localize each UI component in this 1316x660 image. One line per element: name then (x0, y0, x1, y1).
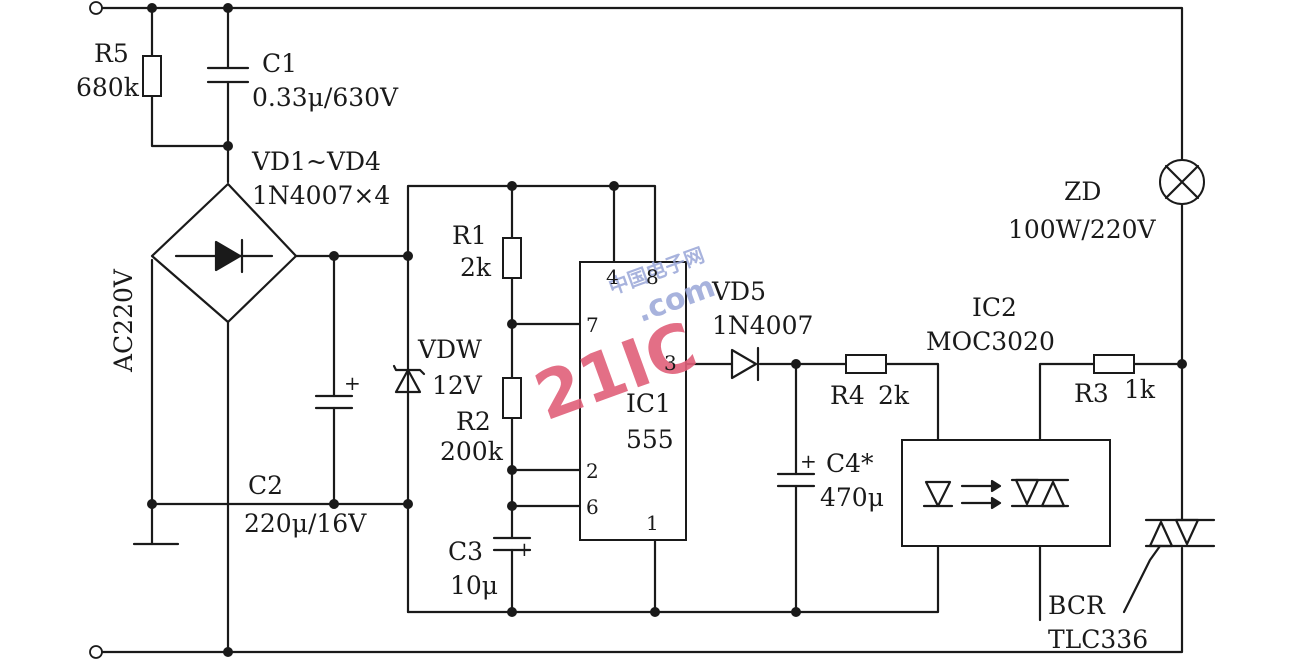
r1-value: 2k (460, 253, 492, 282)
capacitor-c1 (206, 66, 250, 84)
capacitor-c4: + (776, 449, 817, 488)
lamp-value: 100W/220V (1008, 215, 1157, 244)
ic2-value: MOC3020 (926, 327, 1055, 356)
terminals (89, 1, 103, 659)
vd5-ref: VD5 (711, 277, 766, 306)
ic1-pin-3: 3 (664, 351, 677, 375)
ic1-value: 555 (626, 425, 674, 454)
r3-value: 1k (1124, 375, 1156, 404)
vd5-value: 1N4007 (712, 311, 813, 340)
bottom-terminal (89, 645, 103, 659)
r1-ref: R1 (452, 221, 487, 250)
led-icon (924, 480, 952, 508)
r4-value: 2k (878, 381, 910, 410)
lamp-ref: ZD (1064, 177, 1101, 206)
resistor-r5 (142, 55, 162, 97)
ic2-ref: IC2 (972, 293, 1017, 322)
ic1-pin-6: 6 (586, 495, 599, 519)
c1-ref: C1 (262, 49, 297, 78)
ic1-pin-7: 7 (586, 313, 599, 337)
resistor-r4 (845, 354, 887, 374)
ac-label: AC220V (109, 268, 138, 373)
capacitor-c3: + (492, 536, 533, 561)
resistor-r1 (502, 237, 522, 279)
r3-ref: R3 (1074, 379, 1109, 408)
vdw-value: 12V (432, 371, 483, 400)
resistor-r3 (1093, 354, 1135, 374)
diode-vd5 (730, 346, 760, 382)
c2-value: 220μ/16V (244, 509, 367, 538)
lamp-zd (1159, 159, 1205, 205)
c2-polarity: + (344, 371, 361, 395)
r4-ref: R4 (830, 381, 865, 410)
ic1-ref: IC1 (626, 389, 671, 418)
triac-output-icon (1014, 478, 1040, 506)
r5-value: 680k (76, 73, 140, 102)
triac-value: TLC336 (1048, 625, 1148, 654)
bridge-value: 1N4007×4 (252, 181, 390, 210)
c3-value: 10μ (450, 571, 498, 600)
c4-value: 470μ (820, 483, 884, 512)
triac-ref: BCR (1048, 591, 1106, 620)
top-terminal (89, 1, 103, 15)
resistor-r2 (502, 377, 522, 419)
vdw-ref: VDW (417, 335, 482, 364)
ic1-pin-8: 8 (646, 265, 659, 289)
capacitor-c2: + (314, 371, 361, 410)
c2-ref: C2 (248, 471, 283, 500)
c1-value: 0.33μ/630V (252, 83, 399, 112)
ic2-optocoupler (901, 439, 1111, 547)
r2-ref: R2 (456, 407, 491, 436)
r5-ref: R5 (94, 39, 129, 68)
ic1-pin-1: 1 (646, 511, 659, 535)
c4-ref: C4* (826, 449, 874, 478)
ic1-555-body (579, 261, 687, 541)
ic1-pin-4: 4 (606, 265, 619, 289)
junction-dots (147, 3, 1187, 657)
bridge-ref: VD1~VD4 (251, 147, 381, 176)
triac-bcr (1122, 518, 1216, 614)
c3-ref: C3 (448, 537, 483, 566)
r2-value: 200k (440, 437, 504, 466)
ic1-pin-2: 2 (586, 459, 599, 483)
c3-polarity: + (516, 537, 533, 561)
bridge-rectifier (150, 182, 298, 324)
zener-vdw (392, 364, 426, 394)
c4-polarity: + (800, 449, 817, 473)
